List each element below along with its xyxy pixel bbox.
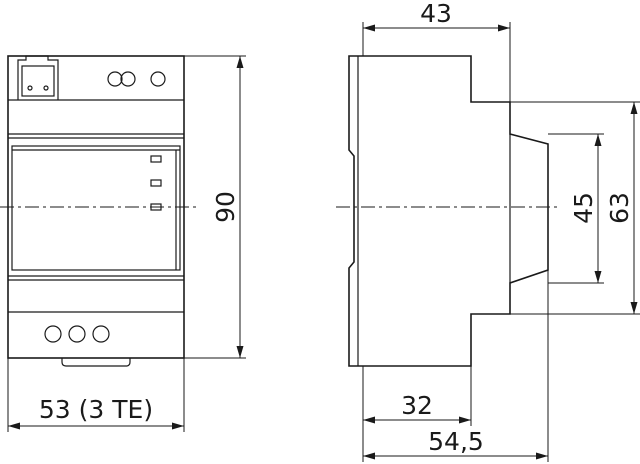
dim-32-label: 32 [401,391,433,420]
top-terminal-screw-3 [150,71,166,87]
bottom-terminal-screw-1 [44,325,62,343]
top-connector-pin-2 [43,85,49,91]
dim-54-5-label: 54,5 [428,427,484,456]
dim-53-arrow-right [172,422,184,430]
dim-54-5-arrow-left [363,452,375,460]
din-rail-clip [61,358,131,367]
dim-53-label: 53 (3 TE) [39,395,153,424]
dim-63-arrow-bottom [630,302,638,314]
dimension-90: 90 [184,55,246,359]
dim-54-5-arrow-right [536,452,548,460]
led-indicator-1 [150,155,162,163]
dim-32-arrow-left [363,416,375,424]
front-panel-window [11,145,181,271]
dim-43-arrow-right [498,24,510,32]
dimension-53: 53 (3 TE) [7,358,185,432]
front-view [0,55,196,367]
top-connector-pin-1 [27,85,33,91]
led-indicator-2 [150,179,162,187]
dim-45-arrow-bottom [594,271,602,283]
top-connector-socket [21,65,55,97]
dim-45-label: 45 [569,192,598,224]
top-connector-outline [17,55,59,100]
dimension-63: 63 [510,101,640,315]
dim-45-arrow-top [594,134,602,146]
dim-90-label: 90 [211,191,240,223]
dimension-43: 43 [362,0,511,102]
top-terminal-screw-1 [107,71,123,87]
dim-90-arrow-bottom [236,346,244,358]
dim-53-arrow-left [8,422,20,430]
dim-43-label: 43 [420,0,452,28]
top-terminal-screw-2 [120,71,136,87]
dim-32-arrow-right [459,416,471,424]
dim-63-arrow-top [630,102,638,114]
bottom-terminal-screw-3 [92,325,110,343]
dim-63-label: 63 [605,192,634,224]
dim-90-arrow-top [236,56,244,68]
dimension-45: 45 [548,133,604,284]
dimension-54-5: 54,5 [363,270,549,462]
bottom-terminal-screw-2 [68,325,86,343]
dim-43-arrow-left [363,24,375,32]
dimension-32: 32 [362,366,472,462]
